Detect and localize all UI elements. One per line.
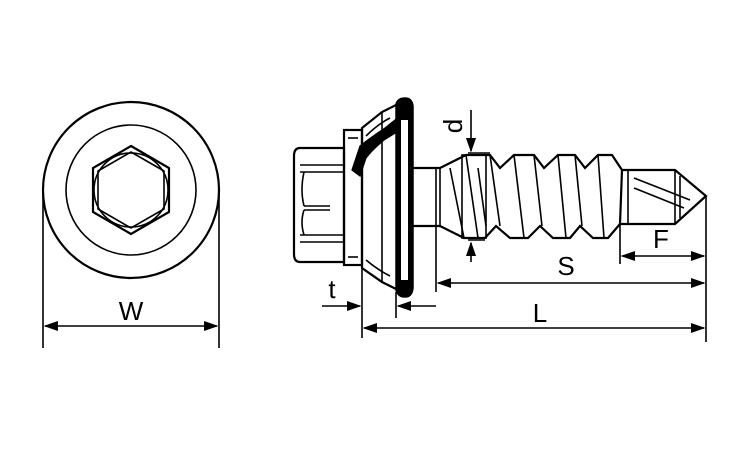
l-label: L bbox=[533, 298, 547, 328]
f-dimension: F bbox=[620, 224, 706, 262]
washer-outer-circle bbox=[41, 100, 221, 280]
t-label: t bbox=[328, 274, 336, 304]
epdm-seal-inner bbox=[401, 120, 408, 280]
hex-head-side bbox=[292, 128, 364, 267]
d-dimension: d bbox=[438, 110, 490, 262]
seal-lip bbox=[351, 114, 401, 177]
drill-point bbox=[618, 168, 708, 226]
side-view: d t F S L bbox=[292, 97, 708, 342]
hex-head-outline bbox=[91, 144, 171, 236]
shank bbox=[413, 166, 441, 228]
thread-body bbox=[439, 153, 623, 240]
s-dimension: S bbox=[436, 251, 706, 289]
l-dimension: L bbox=[362, 298, 706, 334]
t-dimension: t bbox=[322, 274, 436, 312]
w-label: W bbox=[119, 296, 144, 326]
f-label: F bbox=[653, 224, 669, 254]
hex-head-inner-circle bbox=[93, 152, 169, 228]
s-label: S bbox=[557, 251, 574, 281]
d-label: d bbox=[438, 119, 468, 133]
hex-head-chamfer bbox=[97, 151, 165, 229]
washer-inner-circle bbox=[65, 124, 197, 256]
top-view: W bbox=[41, 100, 221, 348]
